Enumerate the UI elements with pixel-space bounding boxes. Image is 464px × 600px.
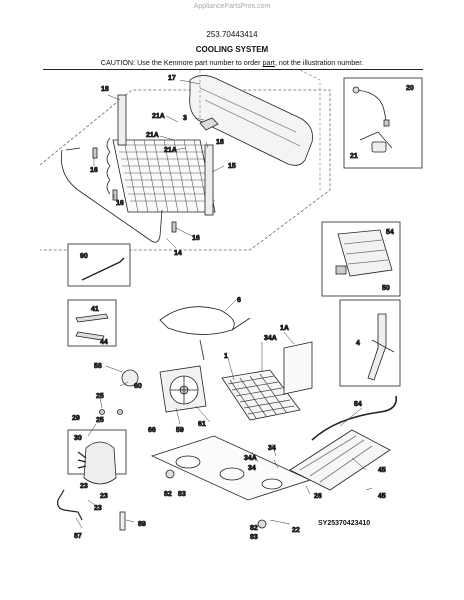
callout-50: 50 (382, 285, 390, 292)
callout-18-right: 18 (216, 139, 224, 146)
tube-part-89[interactable] (119, 511, 126, 531)
callout-26: 26 (314, 493, 322, 500)
callout-54: 54 (386, 229, 394, 236)
callout-87: 87 (74, 533, 82, 540)
evaporator-bracket-left-part[interactable] (117, 94, 127, 146)
callout-4: 4 (356, 340, 360, 347)
base-plate-part[interactable] (150, 435, 312, 501)
power-cord-part[interactable] (159, 306, 235, 335)
watermark: AppliancePartsPros.com (193, 3, 271, 10)
callout-66: 66 (148, 427, 156, 434)
grommet-part-1[interactable] (165, 469, 175, 479)
callout-18-top: 18 (101, 86, 109, 93)
tie-part-2[interactable] (112, 189, 118, 201)
callout-17: 17 (168, 75, 176, 82)
callout-45-1: 45 (378, 467, 386, 474)
callout-83-2: 83 (250, 534, 258, 541)
screw-part-2[interactable] (117, 409, 123, 415)
condenser-part[interactable] (221, 369, 301, 421)
callout-58: 58 (94, 363, 102, 370)
callout-83-1: 83 (178, 491, 186, 498)
callout-34-2: 34 (248, 465, 256, 472)
callout-16-2: 16 (116, 200, 124, 207)
callout-90: 90 (80, 253, 88, 260)
illustration-code: SY25370423410 (318, 520, 371, 527)
callout-34-1: 34 (268, 445, 276, 452)
callout-60: 60 (134, 383, 142, 390)
clip-part[interactable] (199, 117, 219, 131)
evaporator-area (39, 69, 331, 251)
callout-44: 44 (100, 339, 108, 346)
callout-82-2: 82 (250, 525, 258, 532)
callout-20: 20 (406, 85, 414, 92)
callout-14: 14 (174, 250, 182, 257)
callout-23-1: 23 (80, 483, 88, 490)
callout-29: 29 (72, 415, 80, 422)
callout-59: 59 (176, 427, 184, 434)
callout-22: 22 (292, 527, 300, 534)
callout-89: 89 (138, 521, 146, 528)
callout-21A-2: 21A (146, 132, 159, 139)
screw-part-1[interactable] (99, 409, 105, 415)
tie-part-3[interactable] (171, 221, 177, 233)
condenser-shield-part[interactable] (283, 341, 313, 395)
callout-23-2: 23 (100, 493, 108, 500)
page-title: COOLING SYSTEM (195, 45, 269, 54)
control-board-part[interactable] (335, 229, 393, 277)
condenser-fan-assembly[interactable] (121, 365, 207, 413)
callout-45-2: 45 (378, 493, 386, 500)
bracket-part-44[interactable] (75, 331, 105, 341)
callout-84: 84 (354, 401, 362, 408)
grommet-part-2[interactable] (257, 519, 267, 529)
evaporator-coil-part[interactable] (106, 137, 216, 213)
caution-note: CAUTION: Use the Kenmore part number to … (0, 58, 464, 67)
callout-3: 3 (183, 115, 187, 122)
callout-1: 1 (224, 353, 228, 360)
compressor-part[interactable] (77, 441, 117, 485)
callout-82-1: 82 (164, 491, 172, 498)
callout-25-2: 25 (96, 417, 104, 424)
callout-15: 15 (228, 163, 236, 170)
tie-part-1[interactable] (92, 147, 98, 159)
callout-21A-1: 21A (152, 113, 165, 120)
inset-box-90 (67, 243, 131, 287)
callout-21: 21 (350, 153, 358, 160)
model-number: 253.70443414 (206, 30, 258, 39)
thermostat-part[interactable] (359, 131, 393, 153)
machine-compartment (57, 306, 397, 531)
tube-loop-part-87[interactable] (57, 489, 83, 521)
callout-34A-top: 34A (264, 335, 277, 342)
header-divider (43, 69, 423, 70)
callout-16-3: 16 (192, 235, 200, 242)
defrost-heater-part[interactable] (60, 149, 163, 243)
drain-tube-part[interactable] (311, 395, 397, 441)
bracket-part-41[interactable] (75, 313, 109, 323)
evaporator-cover-part[interactable] (189, 75, 313, 166)
heater-sensor-part[interactable] (81, 257, 125, 281)
callout-61: 61 (198, 421, 206, 428)
caution-part-link[interactable]: part (262, 58, 275, 67)
caution-text-start: CAUTION: Use the Kenmore part number to … (100, 58, 263, 67)
caution-text-end: , not the illustration number. (274, 58, 364, 67)
callout-41: 41 (91, 306, 99, 313)
callout-16-1: 16 (90, 167, 98, 174)
drier-part[interactable] (367, 313, 387, 381)
callout-21A-3: 21A (164, 147, 177, 154)
callout-30: 30 (74, 435, 82, 442)
evaporator-bracket-right-part[interactable] (204, 144, 214, 216)
drain-pan-part[interactable] (289, 429, 391, 491)
thermistor-part[interactable] (352, 86, 390, 127)
callout-34A-bottom: 34A (244, 455, 257, 462)
callout-6: 6 (237, 297, 241, 304)
callout-25-1: 25 (96, 393, 104, 400)
callout-1A: 1A (280, 325, 289, 332)
callout-23-3: 23 (94, 505, 102, 512)
